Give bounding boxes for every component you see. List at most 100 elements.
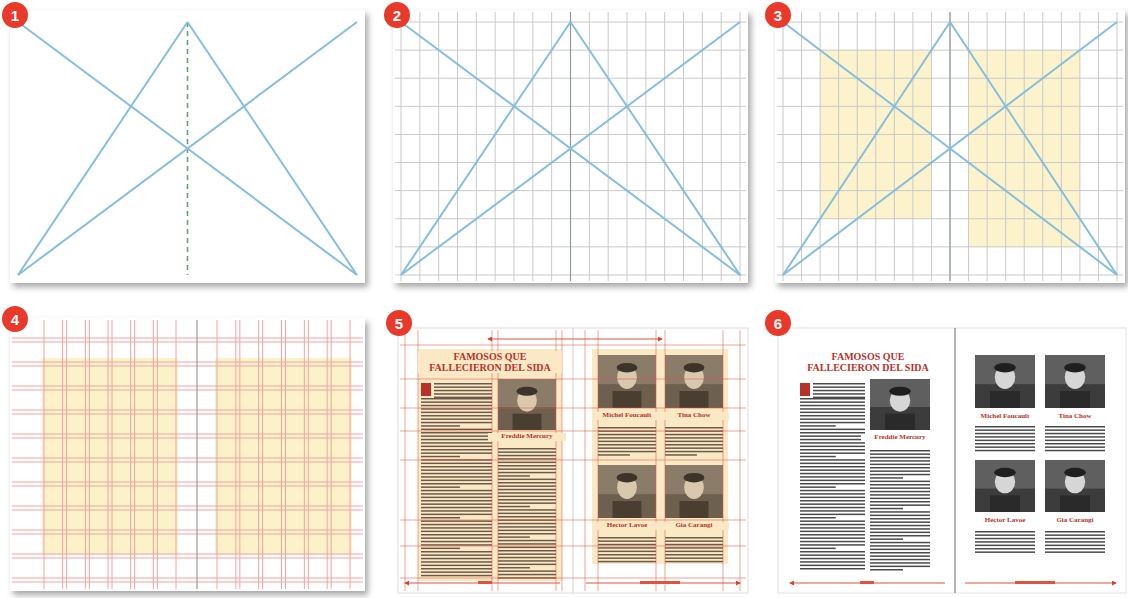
grid-line: [702, 12, 703, 281]
diagonal-line: [18, 22, 188, 275]
text-line: [498, 506, 530, 508]
text-line: [421, 490, 492, 492]
photo-hair: [617, 363, 638, 373]
folio-mark: [478, 581, 492, 584]
photo-body: [680, 391, 709, 408]
grid-line: [912, 12, 913, 281]
text-line: [1045, 446, 1105, 448]
callout-number: 3: [765, 2, 791, 28]
text-line: [870, 545, 930, 547]
text-line: [870, 474, 930, 476]
text-line: [800, 520, 865, 522]
grid-line: [950, 12, 951, 281]
text-line: [665, 447, 723, 449]
callout-text: 4: [11, 312, 19, 327]
baseline-guide: [12, 582, 363, 583]
text-line: [1045, 534, 1105, 536]
text-line: [870, 525, 930, 527]
callout-text: 1: [11, 8, 19, 23]
photo-caption: Gia Carangi: [659, 522, 729, 530]
text-line: [975, 450, 1035, 452]
text-line: [870, 532, 930, 534]
text-line: [800, 401, 865, 403]
text-line: [800, 435, 865, 437]
text-line: [870, 494, 930, 496]
text-line: [800, 493, 865, 495]
text-line: [421, 517, 460, 519]
photo-hair: [1064, 468, 1086, 477]
text-line: [498, 499, 556, 501]
text-line: [975, 426, 1035, 428]
photo-hair: [684, 363, 705, 373]
text-line: [421, 435, 492, 437]
spine-line: [955, 328, 956, 593]
baseline-guide: [12, 462, 363, 463]
text-line: [800, 517, 836, 519]
text-line: [975, 545, 1035, 547]
text-line: [975, 534, 1035, 536]
text-line: [421, 429, 492, 431]
column-guide: [157, 320, 158, 589]
text-line: [498, 448, 556, 450]
text-line: [800, 442, 865, 444]
row-guide: [400, 345, 746, 346]
column-guide: [308, 320, 309, 589]
folio-mark: [860, 581, 874, 584]
photo: [665, 355, 723, 408]
text-line: [498, 516, 556, 518]
text-line: [800, 554, 865, 556]
callout-text: 2: [393, 8, 401, 23]
text-line: [421, 463, 492, 465]
baseline-guide: [12, 338, 363, 339]
text-line: [598, 557, 656, 559]
grid-panel: [10, 318, 365, 591]
grid-line: [608, 12, 609, 281]
text-line: [800, 500, 865, 502]
row-guide: [400, 578, 746, 579]
text-line: [870, 562, 930, 564]
photo-body: [680, 501, 709, 518]
text-line: [870, 487, 930, 489]
photo-caption: Gia Carangi: [1040, 517, 1110, 525]
text-line: [800, 429, 865, 431]
photo: [975, 355, 1035, 408]
photo-hair: [994, 363, 1016, 373]
text-line: [800, 534, 865, 536]
column-guide: [740, 330, 741, 591]
text-line: [421, 544, 492, 546]
text-line: [870, 501, 930, 503]
spread-sheet: [398, 328, 748, 593]
grid-line: [783, 12, 784, 281]
folio-mark: [1015, 581, 1055, 584]
text-line: [800, 473, 865, 475]
text-line: [800, 405, 865, 407]
text-line: [975, 531, 1035, 533]
text-line: [498, 455, 556, 457]
text-line: [665, 434, 723, 436]
column-guide: [585, 330, 586, 591]
text-line: [870, 460, 930, 462]
panel-sheet: [10, 10, 365, 283]
text-line: [800, 398, 865, 400]
text-line: [498, 557, 556, 559]
grid-line: [1024, 12, 1025, 281]
row-guide: [400, 546, 746, 547]
baseline-guide: [12, 578, 363, 579]
text-line: [434, 393, 492, 395]
text-line: [421, 418, 492, 420]
column-guide: [598, 330, 599, 591]
text-line: [421, 520, 492, 522]
text-line: [665, 557, 723, 559]
text-line: [421, 514, 492, 516]
text-line: [800, 568, 865, 570]
text-line: [813, 390, 865, 392]
grid-line: [1061, 12, 1062, 281]
text-line: [870, 569, 903, 571]
text-line: [421, 432, 492, 434]
text-line: [421, 510, 492, 512]
text-line: [498, 502, 556, 504]
text-line: [800, 551, 865, 553]
text-line: [800, 541, 865, 543]
text-line: [665, 537, 723, 539]
